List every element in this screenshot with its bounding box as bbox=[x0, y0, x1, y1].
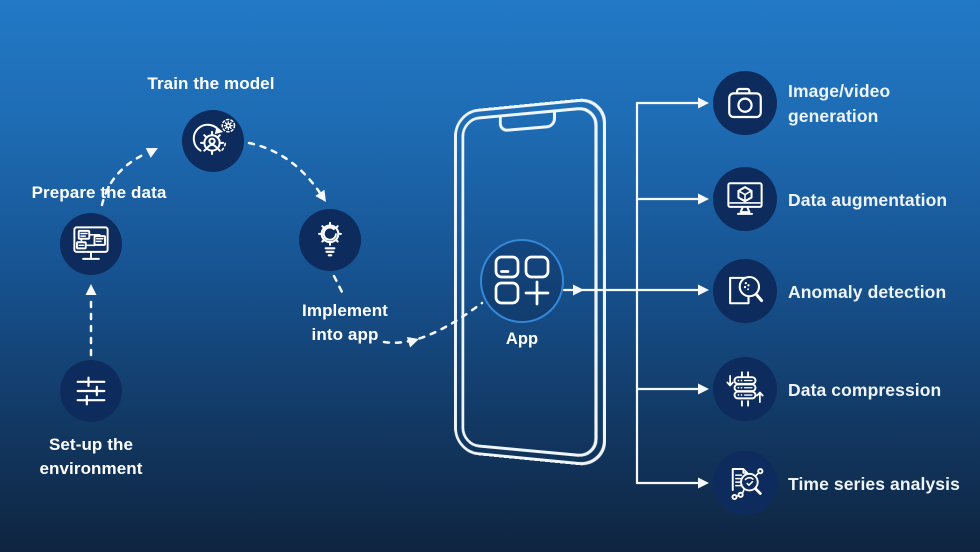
setup-environment-step bbox=[60, 360, 122, 422]
monitor-cube-icon bbox=[727, 182, 763, 215]
app-grid-icon bbox=[494, 255, 550, 306]
gear-person-icon bbox=[192, 118, 236, 155]
train-model-label: Train the model bbox=[147, 74, 275, 93]
compressed-stack-icon bbox=[726, 371, 764, 407]
clock-magnifier-icon bbox=[731, 468, 764, 501]
implement-step bbox=[299, 209, 361, 271]
output-time-series bbox=[713, 451, 777, 515]
output-data-compression-label: Data compression bbox=[788, 380, 942, 400]
phone-notch-icon bbox=[498, 111, 557, 133]
output-data-compression bbox=[713, 357, 777, 421]
magnifier-dots-icon bbox=[729, 275, 764, 305]
network-monitor-icon bbox=[73, 226, 109, 260]
prepare-data-step bbox=[60, 213, 122, 275]
output-anomaly-detection bbox=[713, 259, 777, 323]
output-time-series-label: Time series analysis bbox=[788, 474, 960, 494]
app-label: App bbox=[505, 330, 539, 348]
app-circle bbox=[480, 239, 564, 323]
prepare-data-label: Prepare the data bbox=[31, 183, 167, 202]
setup-environment-label: Set-up the environment bbox=[39, 435, 143, 478]
camera-icon bbox=[728, 87, 762, 119]
output-image-video bbox=[713, 71, 777, 135]
gear-bulb-icon bbox=[318, 221, 342, 257]
train-model-step bbox=[182, 110, 244, 172]
sliders-icon bbox=[76, 376, 106, 406]
output-data-augmentation bbox=[713, 167, 777, 231]
output-anomaly-detection-label: Anomaly detection bbox=[788, 282, 947, 302]
output-data-augmentation-label: Data augmentation bbox=[788, 190, 948, 210]
implement-label: Implement into app bbox=[302, 301, 388, 344]
output-image-video-label: Image/video generation bbox=[788, 81, 891, 126]
